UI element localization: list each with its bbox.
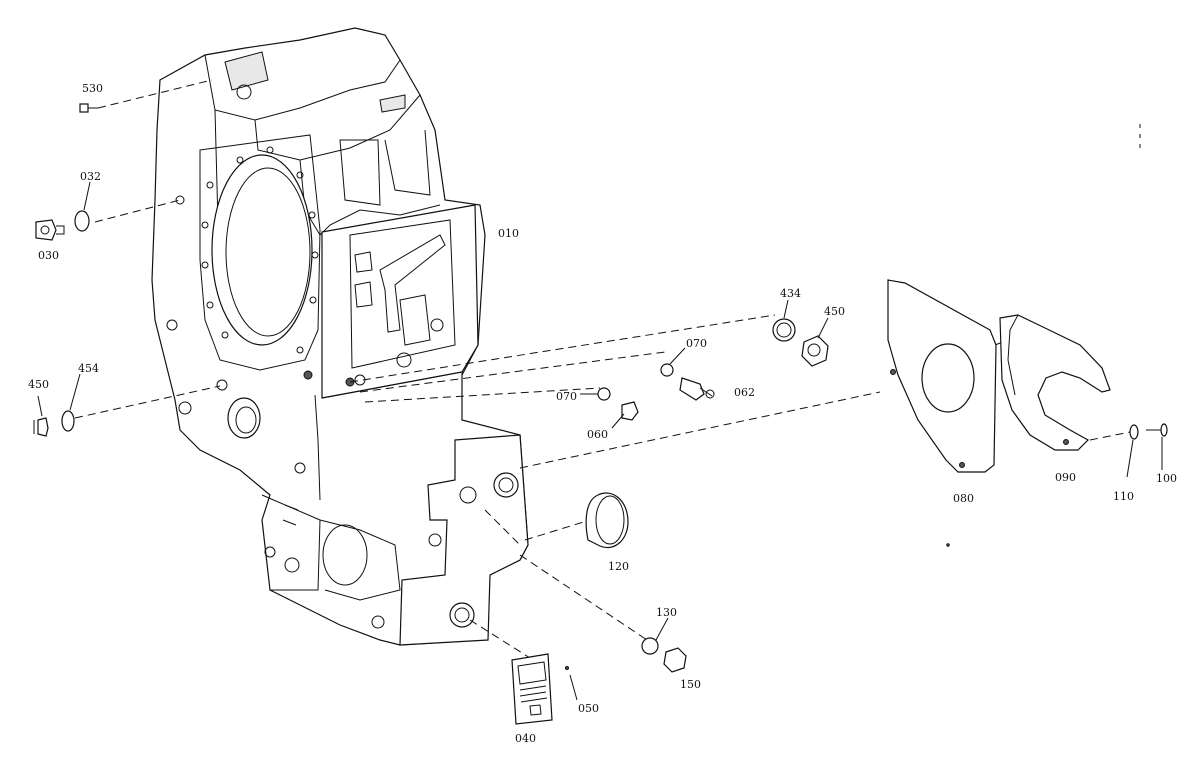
label-150: 150	[680, 678, 701, 691]
label-010: 010	[498, 227, 519, 240]
part-050-mark	[565, 666, 569, 670]
part-032-oring	[74, 210, 90, 232]
part-labels: 530 032 030 010 450 454 434 450 070 070 …	[28, 82, 1177, 745]
part-454-left-oring	[61, 410, 75, 432]
part-530-screw	[79, 103, 98, 113]
part-062-valve	[679, 377, 715, 401]
part-100-bolt	[1146, 423, 1168, 437]
label-110: 110	[1113, 490, 1134, 503]
stray-marks	[946, 124, 1141, 547]
label-530: 530	[82, 82, 103, 95]
label-070-upper: 070	[686, 337, 707, 350]
part-090-guard	[999, 314, 1111, 451]
label-040: 040	[515, 732, 536, 745]
label-070-lower: 070	[556, 390, 577, 403]
part-150-plug	[663, 647, 687, 673]
part-120-cap	[585, 492, 629, 549]
label-120: 120	[608, 560, 629, 573]
part-130-oring	[641, 637, 659, 655]
part-450-plug	[801, 335, 829, 367]
label-060: 060	[587, 428, 608, 441]
part-030-plug	[35, 219, 65, 241]
label-130: 130	[656, 606, 677, 619]
label-090: 090	[1055, 471, 1076, 484]
part-070-oring-upper	[660, 363, 674, 377]
part-110-washer	[1129, 424, 1139, 440]
housing-010	[151, 27, 529, 646]
label-062: 062	[734, 386, 755, 399]
part-434-oring	[772, 318, 796, 342]
label-454-left: 454	[78, 362, 99, 375]
part-080-plate	[887, 279, 997, 473]
part-060-plug	[621, 401, 639, 421]
label-030: 030	[38, 249, 59, 262]
label-450-right: 450	[824, 305, 845, 318]
label-100: 100	[1156, 472, 1177, 485]
label-434: 434	[780, 287, 801, 300]
part-040-filter	[511, 653, 553, 725]
label-032: 032	[80, 170, 101, 183]
part-070-oring-lower	[597, 387, 611, 401]
label-050: 050	[578, 702, 599, 715]
assembly-lines	[74, 79, 1131, 659]
label-080: 080	[953, 492, 974, 505]
leader-lines	[37, 181, 1163, 701]
label-450-left: 450	[28, 378, 49, 391]
part-450-left-plug	[33, 417, 49, 437]
